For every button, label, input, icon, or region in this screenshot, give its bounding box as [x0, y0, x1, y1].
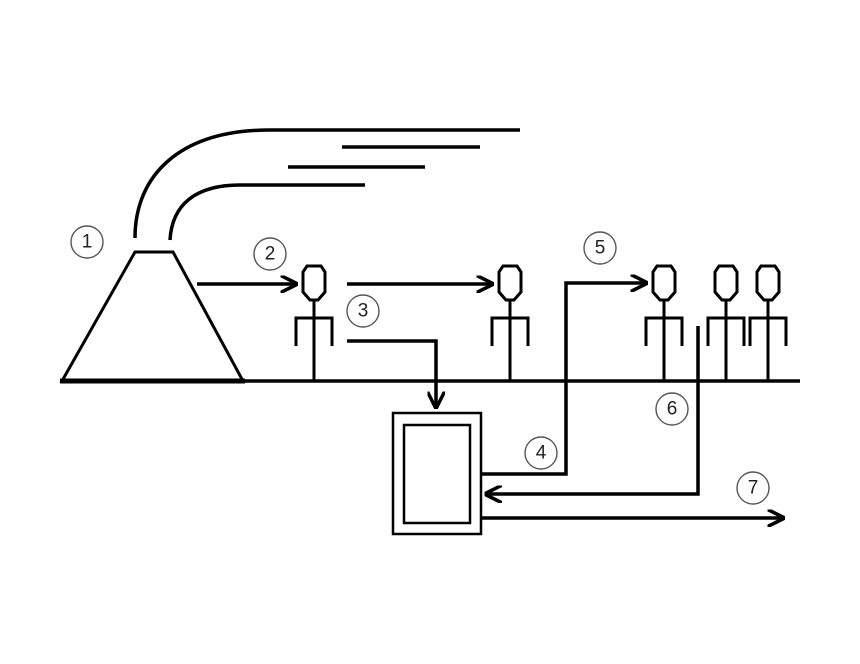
marker-2: 2 — [253, 237, 287, 271]
arrow-person-to-box — [347, 339, 436, 407]
svg-text:2: 2 — [265, 244, 276, 265]
volcano-icon — [59, 250, 246, 384]
person-icon — [706, 264, 746, 380]
plume-lines — [133, 128, 520, 241]
arrow-people-to-box — [486, 326, 700, 494]
svg-text:1: 1 — [82, 232, 93, 253]
marker-7: 7 — [736, 471, 770, 505]
person-icon — [644, 264, 684, 380]
svg-text:4: 4 — [536, 443, 547, 464]
person-icon — [748, 264, 788, 380]
arrow-box-to-person — [481, 283, 646, 476]
marker-6: 6 — [655, 392, 689, 426]
marker-4: 4 — [524, 436, 558, 470]
box-icon — [391, 411, 483, 536]
svg-text:5: 5 — [595, 238, 606, 259]
svg-text:7: 7 — [748, 478, 759, 499]
marker-3: 3 — [346, 294, 380, 328]
marker-1: 1 — [70, 225, 104, 259]
marker-5: 5 — [583, 231, 617, 265]
svg-text:6: 6 — [667, 399, 678, 420]
svg-text:3: 3 — [358, 301, 369, 322]
person-icon — [490, 264, 530, 380]
person-icon — [294, 264, 334, 380]
